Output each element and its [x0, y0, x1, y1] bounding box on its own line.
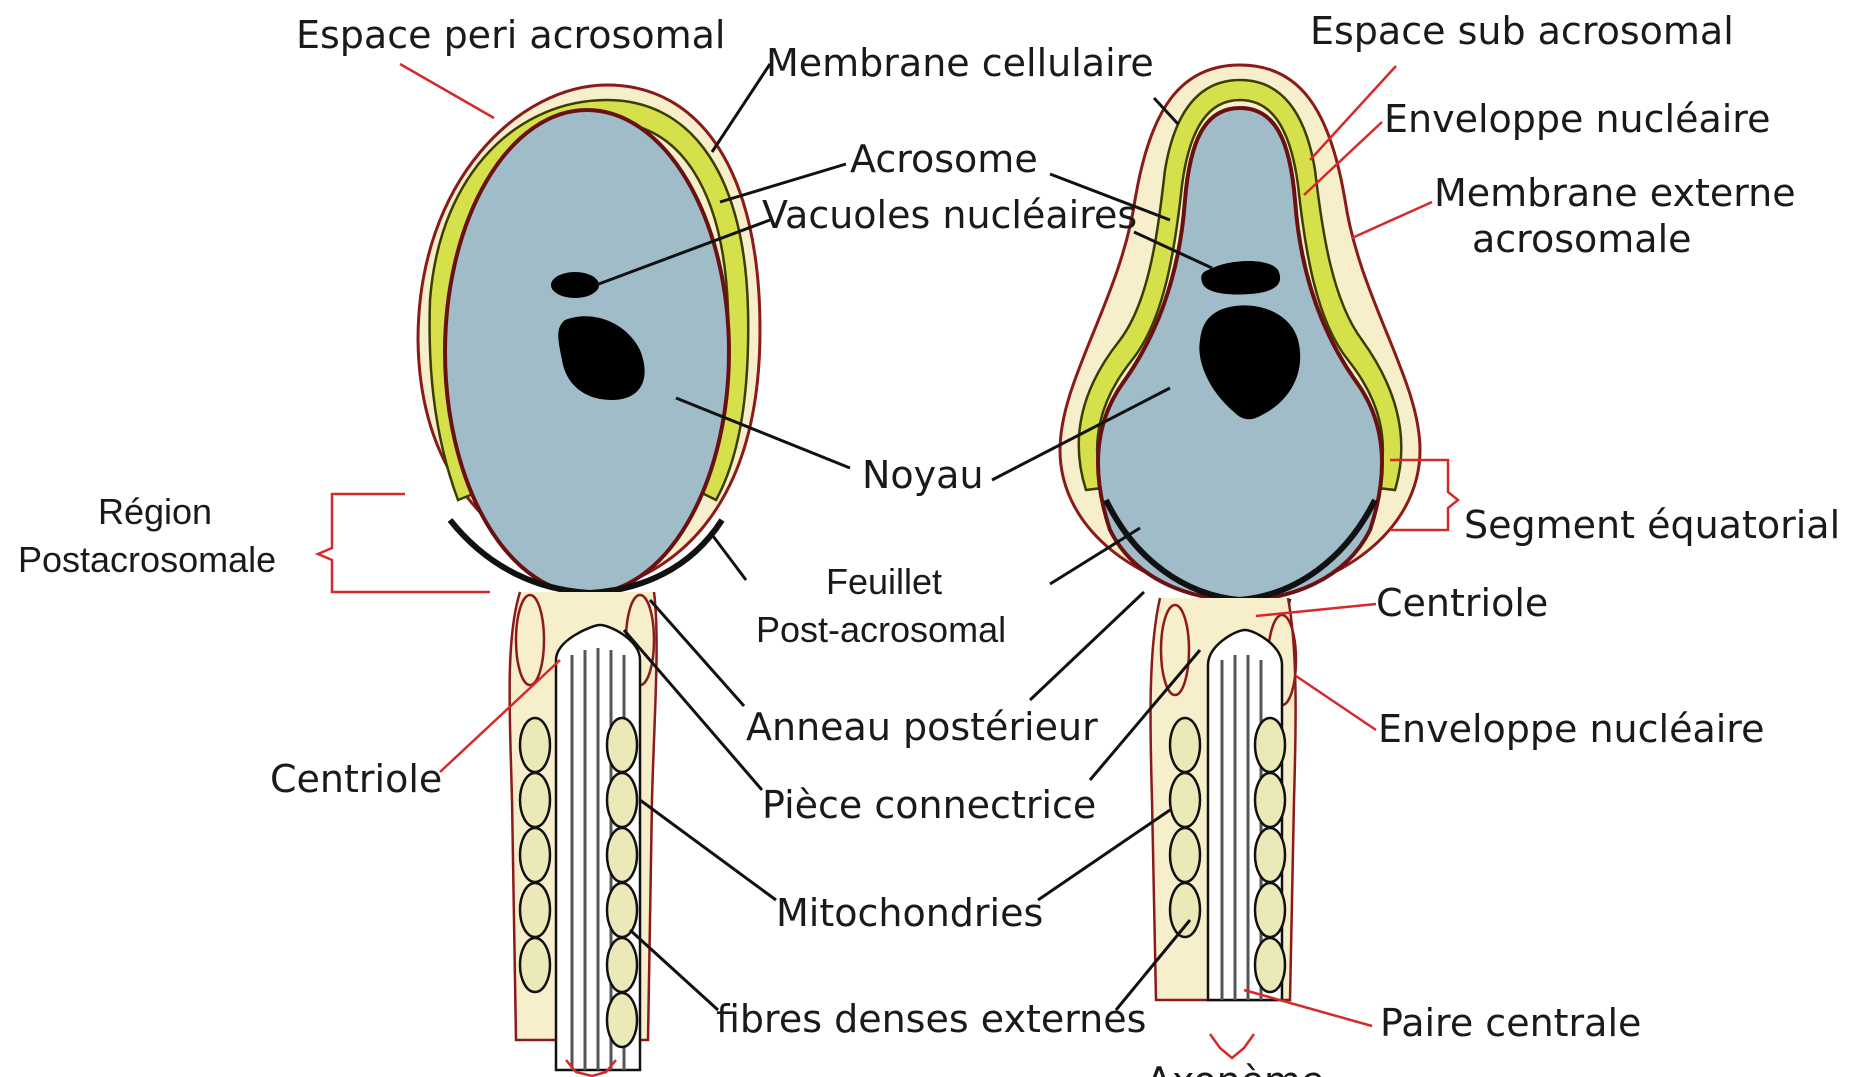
- left-sperm-cell: [418, 85, 760, 1070]
- label-axoneme: Axonème: [1146, 1059, 1324, 1077]
- label-centriole-left: Centriole: [270, 757, 442, 801]
- label-vacuoles-nucleaires: Vacuoles nucléaires: [762, 193, 1137, 237]
- label-espace-sub-acrosomal: Espace sub acrosomal: [1310, 9, 1734, 53]
- label-anneau-posterieur: Anneau postérieur: [746, 705, 1098, 749]
- label-noyau: Noyau: [862, 453, 984, 497]
- leader-membrane-externe: [1352, 202, 1432, 238]
- leader-enveloppe-bottom: [1296, 676, 1376, 730]
- label-membrane-externe-line1: Membrane externe: [1434, 171, 1796, 215]
- leader-anneau-left: [650, 600, 744, 706]
- leader-espace-peri: [400, 64, 494, 118]
- label-segment-equatorial: Segment équatorial: [1464, 503, 1840, 547]
- axoneme-bracket: [1210, 1034, 1254, 1058]
- label-centriole-right: Centriole: [1376, 581, 1548, 625]
- region-bracket: [318, 494, 490, 592]
- labels: Espace peri acrosomal Membrane cellulair…: [18, 9, 1840, 1077]
- label-fibres-denses-externes: fibres denses externes: [716, 997, 1146, 1041]
- label-membrane-externe-line2: acrosomale: [1472, 217, 1692, 261]
- label-espace-peri-acrosomal: Espace peri acrosomal: [296, 13, 725, 57]
- label-acrosome: Acrosome: [850, 137, 1038, 181]
- label-piece-connectrice: Pièce connectrice: [762, 783, 1096, 827]
- leader-membrane-cellulaire: [712, 64, 770, 152]
- label-enveloppe-nucleaire-bottom: Enveloppe nucléaire: [1378, 707, 1764, 751]
- label-membrane-cellulaire: Membrane cellulaire: [766, 41, 1154, 85]
- label-feuillet-line1: Feuillet: [826, 561, 942, 602]
- label-region-line1: Région: [98, 491, 212, 532]
- right-mitochondria-right-column: [1255, 718, 1285, 992]
- left-small-vacuole: [551, 272, 599, 298]
- leader-anneau-right: [1030, 592, 1144, 700]
- label-feuillet-line2: Post-acrosomal: [756, 609, 1006, 650]
- label-region-line2: Postacrosomale: [18, 539, 276, 580]
- leader-mito-left: [640, 800, 776, 900]
- label-paire-centrale: Paire centrale: [1380, 1001, 1641, 1045]
- leader-paire-centrale: [1244, 990, 1372, 1026]
- label-mitochondries: Mitochondries: [776, 891, 1043, 935]
- label-enveloppe-nucleaire-top: Enveloppe nucléaire: [1384, 97, 1770, 141]
- leader-feuillet-left: [710, 532, 746, 580]
- left-mitochondria-left-column: [520, 718, 550, 992]
